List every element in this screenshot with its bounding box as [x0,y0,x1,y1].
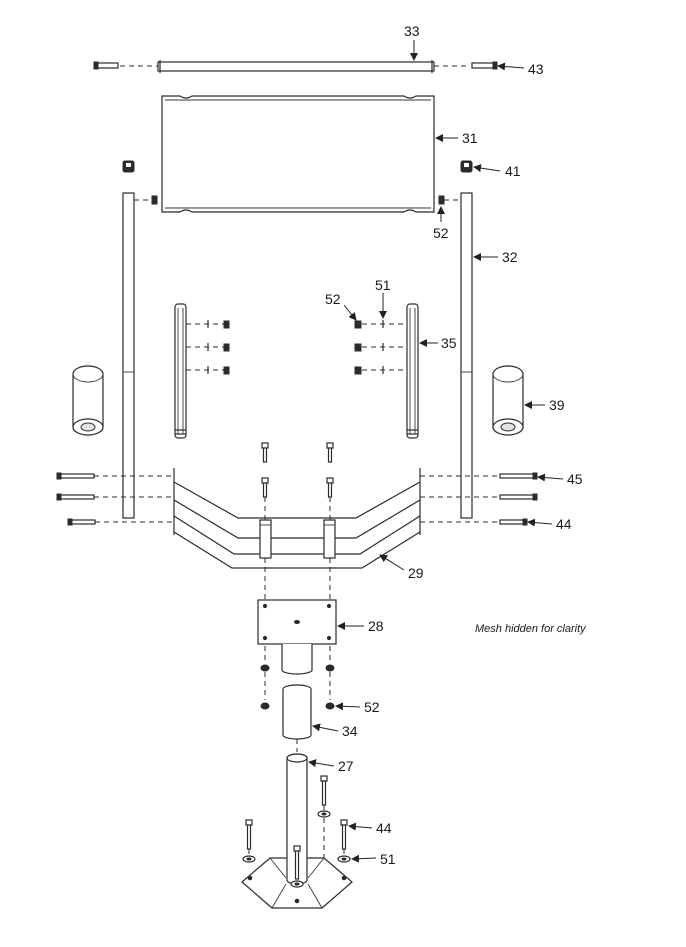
callout-52-lower: 52 [364,699,380,715]
callout-34: 34 [342,723,358,739]
callout-35: 35 [441,335,457,351]
bolt-43-right [471,61,498,70]
part-29-bent-frame [173,468,421,569]
callout-44-side: 44 [556,516,572,532]
callout-51-mid: 51 [375,277,391,293]
clip-41-right [460,160,473,173]
bar-35-left [174,303,187,439]
callout-28: 28 [368,618,384,634]
bolt-43-left [93,61,119,70]
clip-41-left [122,160,135,173]
vertical-bolts-frame [261,442,334,600]
part-28-plate [257,599,337,675]
sleeve-39-left [72,365,104,436]
leader-lines [308,40,564,863]
callout-51-base: 51 [380,851,396,867]
callout-39: 39 [549,397,565,413]
callout-44-base: 44 [376,820,392,836]
callout-52-mid: 52 [325,291,341,307]
note-mesh-hidden: Mesh hidden for clarity [475,623,587,635]
callout-31: 31 [462,130,478,146]
part-34-insert [282,684,312,752]
bar-35-right [406,303,419,439]
side-post-right [438,192,473,519]
bar-35-right-screws [354,320,407,375]
callout-29: 29 [408,565,424,581]
callout-32: 32 [502,249,518,265]
side-post-left [122,192,158,519]
part-33-top-rod [120,60,470,73]
bar-35-left-screws [186,320,230,375]
callout-41: 41 [505,163,521,179]
callout-numbers: 33 43 31 41 52 32 52 51 35 39 45 44 29 2… [325,23,583,867]
nuts-52-lower [260,646,335,710]
sleeve-39-right [492,365,524,436]
callout-33: 33 [404,23,420,39]
callout-43: 43 [528,61,544,77]
callout-45: 45 [567,471,583,487]
side-bolts-right [420,472,538,526]
callout-27: 27 [338,758,354,774]
base-anchor-bolts [242,775,351,888]
part-31-panel [161,95,435,213]
side-bolts-left [56,472,174,526]
callout-52-top: 52 [433,225,449,241]
